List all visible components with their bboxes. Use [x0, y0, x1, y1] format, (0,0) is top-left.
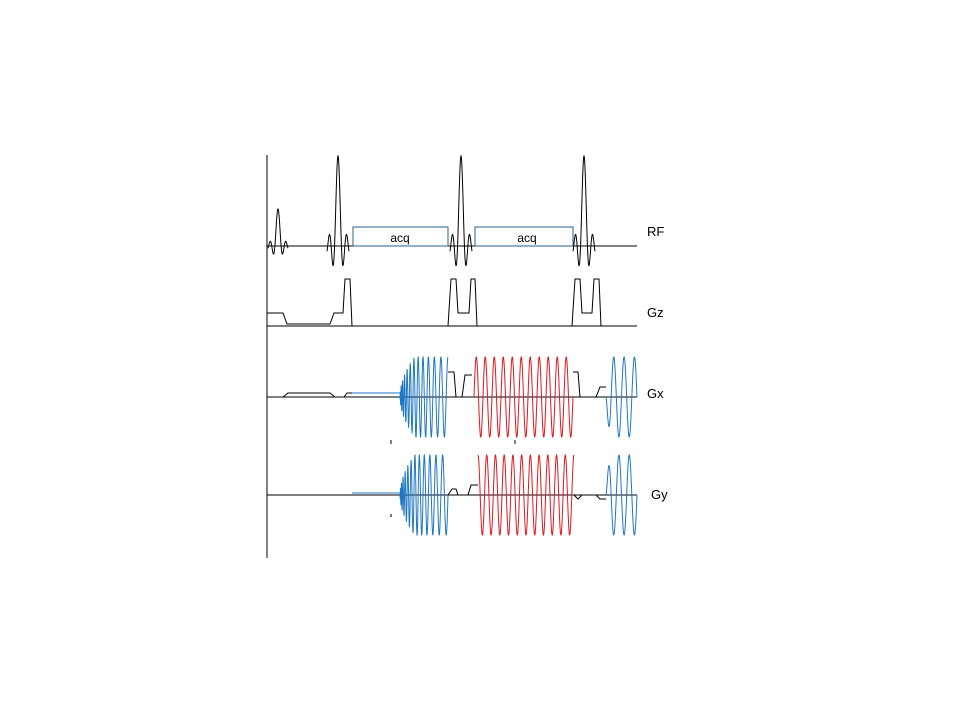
gy-rewinder-2 — [573, 494, 583, 500]
acq-window-1 — [352, 226, 449, 247]
gy-spiral-out-waveform — [399, 453, 449, 537]
rf-pulse-refocus-1 — [449, 154, 473, 267]
gx-rewinder-1 — [448, 371, 457, 398]
gz-channel: Gz — [267, 278, 664, 327]
rf-pulse-excitation — [326, 154, 350, 267]
gy-ramp-3 — [595, 494, 606, 500]
gz-crusher-pair-2 — [571, 278, 602, 327]
acq-window-2 — [474, 226, 574, 247]
gx-ramp-3 — [595, 386, 606, 398]
gx-rewinder-2 — [573, 371, 581, 398]
gz-slice-select-gradient — [267, 278, 353, 327]
rf-channel-label: RF — [647, 224, 664, 239]
gz-channel-label: Gz — [647, 305, 664, 320]
gy-rewinder-1 — [447, 488, 459, 496]
gy-channel-label: Gy — [651, 487, 668, 502]
gx-ramp-2 — [461, 374, 472, 398]
gx-readout-waveform — [473, 356, 574, 438]
gy-spiral-in-waveform — [605, 454, 638, 536]
gy-channel: Gy — [352, 453, 668, 537]
rf-pulse-refocus-2 — [572, 154, 596, 267]
gx-spiral-in-waveform — [605, 356, 638, 438]
gx-channel-label: Gx — [647, 386, 664, 401]
gx-ramp — [343, 392, 352, 398]
rf-pulse-small — [267, 208, 289, 255]
gy-readout-waveform — [477, 454, 575, 536]
gx-prephase-gradient — [282, 392, 336, 398]
acq-label-2: acq — [517, 231, 536, 245]
acq-label-1: acq — [390, 231, 409, 245]
gx-spiral-out-waveform — [399, 356, 449, 438]
rf-channel: acq acq RF — [267, 154, 664, 267]
gx-channel: Gx — [282, 356, 664, 444]
gz-crusher-pair-1 — [447, 278, 478, 327]
gy-ramp-2 — [467, 484, 478, 496]
